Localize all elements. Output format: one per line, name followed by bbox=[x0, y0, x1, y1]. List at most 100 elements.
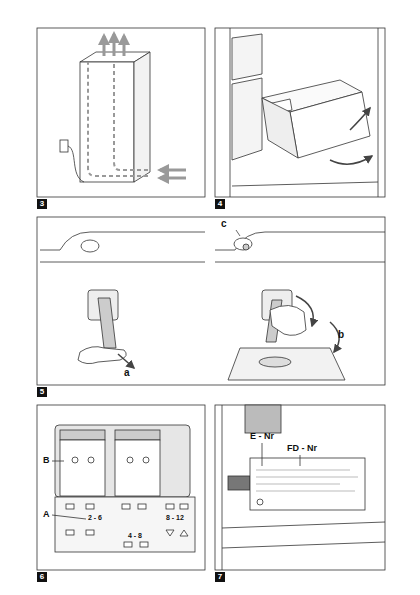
turn-arrow bbox=[296, 296, 313, 326]
pull-arrow bbox=[118, 354, 134, 368]
plate-text-line bbox=[256, 470, 350, 471]
airflow-arrow bbox=[160, 177, 186, 180]
plate-symbol bbox=[257, 499, 263, 505]
interior-wall bbox=[222, 405, 223, 570]
drain-right bbox=[215, 230, 385, 380]
drain-plug bbox=[243, 244, 249, 250]
turn-arrow bbox=[330, 322, 339, 352]
panel-frame bbox=[215, 405, 385, 570]
figure-number: 5 bbox=[37, 387, 47, 397]
housing-edge bbox=[40, 232, 205, 250]
housing-edge bbox=[215, 232, 385, 250]
figure-number-text: 4 bbox=[218, 199, 222, 208]
housing-edge bbox=[40, 262, 205, 263]
slider-hole bbox=[88, 457, 94, 463]
symbol-icon bbox=[86, 504, 94, 509]
slider-tab bbox=[60, 430, 105, 440]
symbol-icon bbox=[138, 504, 146, 509]
control-panel bbox=[52, 425, 195, 552]
panel-frame bbox=[215, 28, 385, 197]
setting-range: 2 - 6 bbox=[88, 514, 102, 521]
hand bbox=[270, 305, 306, 335]
drain-tool bbox=[98, 298, 116, 348]
panel-frame bbox=[37, 28, 205, 197]
freezer-drawer bbox=[230, 28, 378, 197]
figure-number: 4 bbox=[215, 199, 225, 209]
drain-cap bbox=[81, 240, 99, 252]
step-letter: c bbox=[221, 219, 227, 229]
drawer bbox=[232, 34, 262, 80]
symbol-icon bbox=[124, 542, 132, 547]
slider-tab bbox=[115, 430, 160, 440]
airflow-arrow bbox=[113, 34, 116, 56]
power-cord bbox=[68, 146, 84, 182]
figure-number-text: 7 bbox=[218, 572, 222, 581]
leader-line bbox=[300, 455, 301, 466]
shelf-edge bbox=[222, 522, 385, 528]
fridge-ventilation bbox=[60, 34, 186, 182]
slider-hole bbox=[127, 457, 133, 463]
airflow-path bbox=[88, 62, 148, 176]
fridge-front bbox=[80, 62, 134, 182]
drawer-corner bbox=[245, 405, 281, 433]
slider-box bbox=[115, 440, 160, 496]
symbol-icon bbox=[140, 542, 148, 547]
plate-text-line bbox=[256, 477, 358, 478]
shelf-edge bbox=[232, 182, 378, 186]
symbol-icon bbox=[66, 504, 74, 509]
leader-line bbox=[52, 461, 64, 462]
setting-range: 8 - 12 bbox=[166, 514, 184, 521]
symbol-icon bbox=[122, 504, 130, 509]
interior-wall bbox=[378, 28, 379, 197]
leader-line bbox=[236, 230, 240, 236]
plate-text-line bbox=[256, 491, 355, 492]
leader-line bbox=[262, 443, 263, 466]
figure-number: 7 bbox=[215, 572, 225, 582]
plate-field: FD - Nr bbox=[287, 444, 317, 453]
rating-plate bbox=[250, 458, 365, 510]
figure-number-text: 5 bbox=[40, 387, 44, 396]
airflow-arrow bbox=[160, 169, 186, 172]
housing-edge bbox=[215, 262, 385, 263]
airflow-arrow bbox=[103, 36, 106, 56]
setting-range: 4 - 8 bbox=[128, 532, 142, 539]
figure-number-text: 6 bbox=[40, 572, 44, 581]
fridge-side bbox=[134, 52, 150, 182]
interior-wall bbox=[230, 28, 231, 197]
drawer-side bbox=[262, 98, 298, 158]
step-letter: b bbox=[338, 330, 344, 340]
figure-number: 6 bbox=[37, 572, 47, 582]
wall-socket bbox=[60, 140, 68, 152]
symbol-icon bbox=[166, 530, 174, 536]
part-letter: B bbox=[43, 456, 50, 465]
part-letter: A bbox=[43, 510, 50, 519]
panel-frames bbox=[37, 28, 385, 570]
symbol-icon bbox=[180, 504, 188, 509]
step-letter: a bbox=[124, 368, 130, 378]
slider-hole bbox=[72, 457, 78, 463]
airflow-arrow bbox=[123, 36, 126, 56]
drain-cap bbox=[234, 238, 252, 250]
drawer bbox=[232, 78, 262, 160]
shelf-edge bbox=[222, 542, 385, 548]
slider-box bbox=[60, 440, 105, 496]
water bbox=[259, 357, 291, 367]
symbol-icon bbox=[180, 530, 188, 536]
plate-field: E - Nr bbox=[250, 432, 274, 441]
symbol-icon bbox=[66, 530, 74, 535]
drip-tray bbox=[228, 348, 345, 380]
drawer-front bbox=[290, 92, 370, 158]
panel-backing bbox=[55, 425, 190, 497]
panel-frame bbox=[37, 405, 205, 570]
symbol-strip bbox=[55, 497, 195, 552]
motion-arrow bbox=[330, 156, 372, 164]
sensor-block bbox=[228, 476, 250, 490]
figure-number: 3 bbox=[37, 199, 47, 209]
motion-arrow bbox=[350, 108, 370, 130]
panel-frame bbox=[37, 217, 385, 385]
symbol-icon bbox=[86, 530, 94, 535]
leader-line bbox=[52, 515, 86, 519]
rating-plate-view bbox=[222, 405, 385, 570]
